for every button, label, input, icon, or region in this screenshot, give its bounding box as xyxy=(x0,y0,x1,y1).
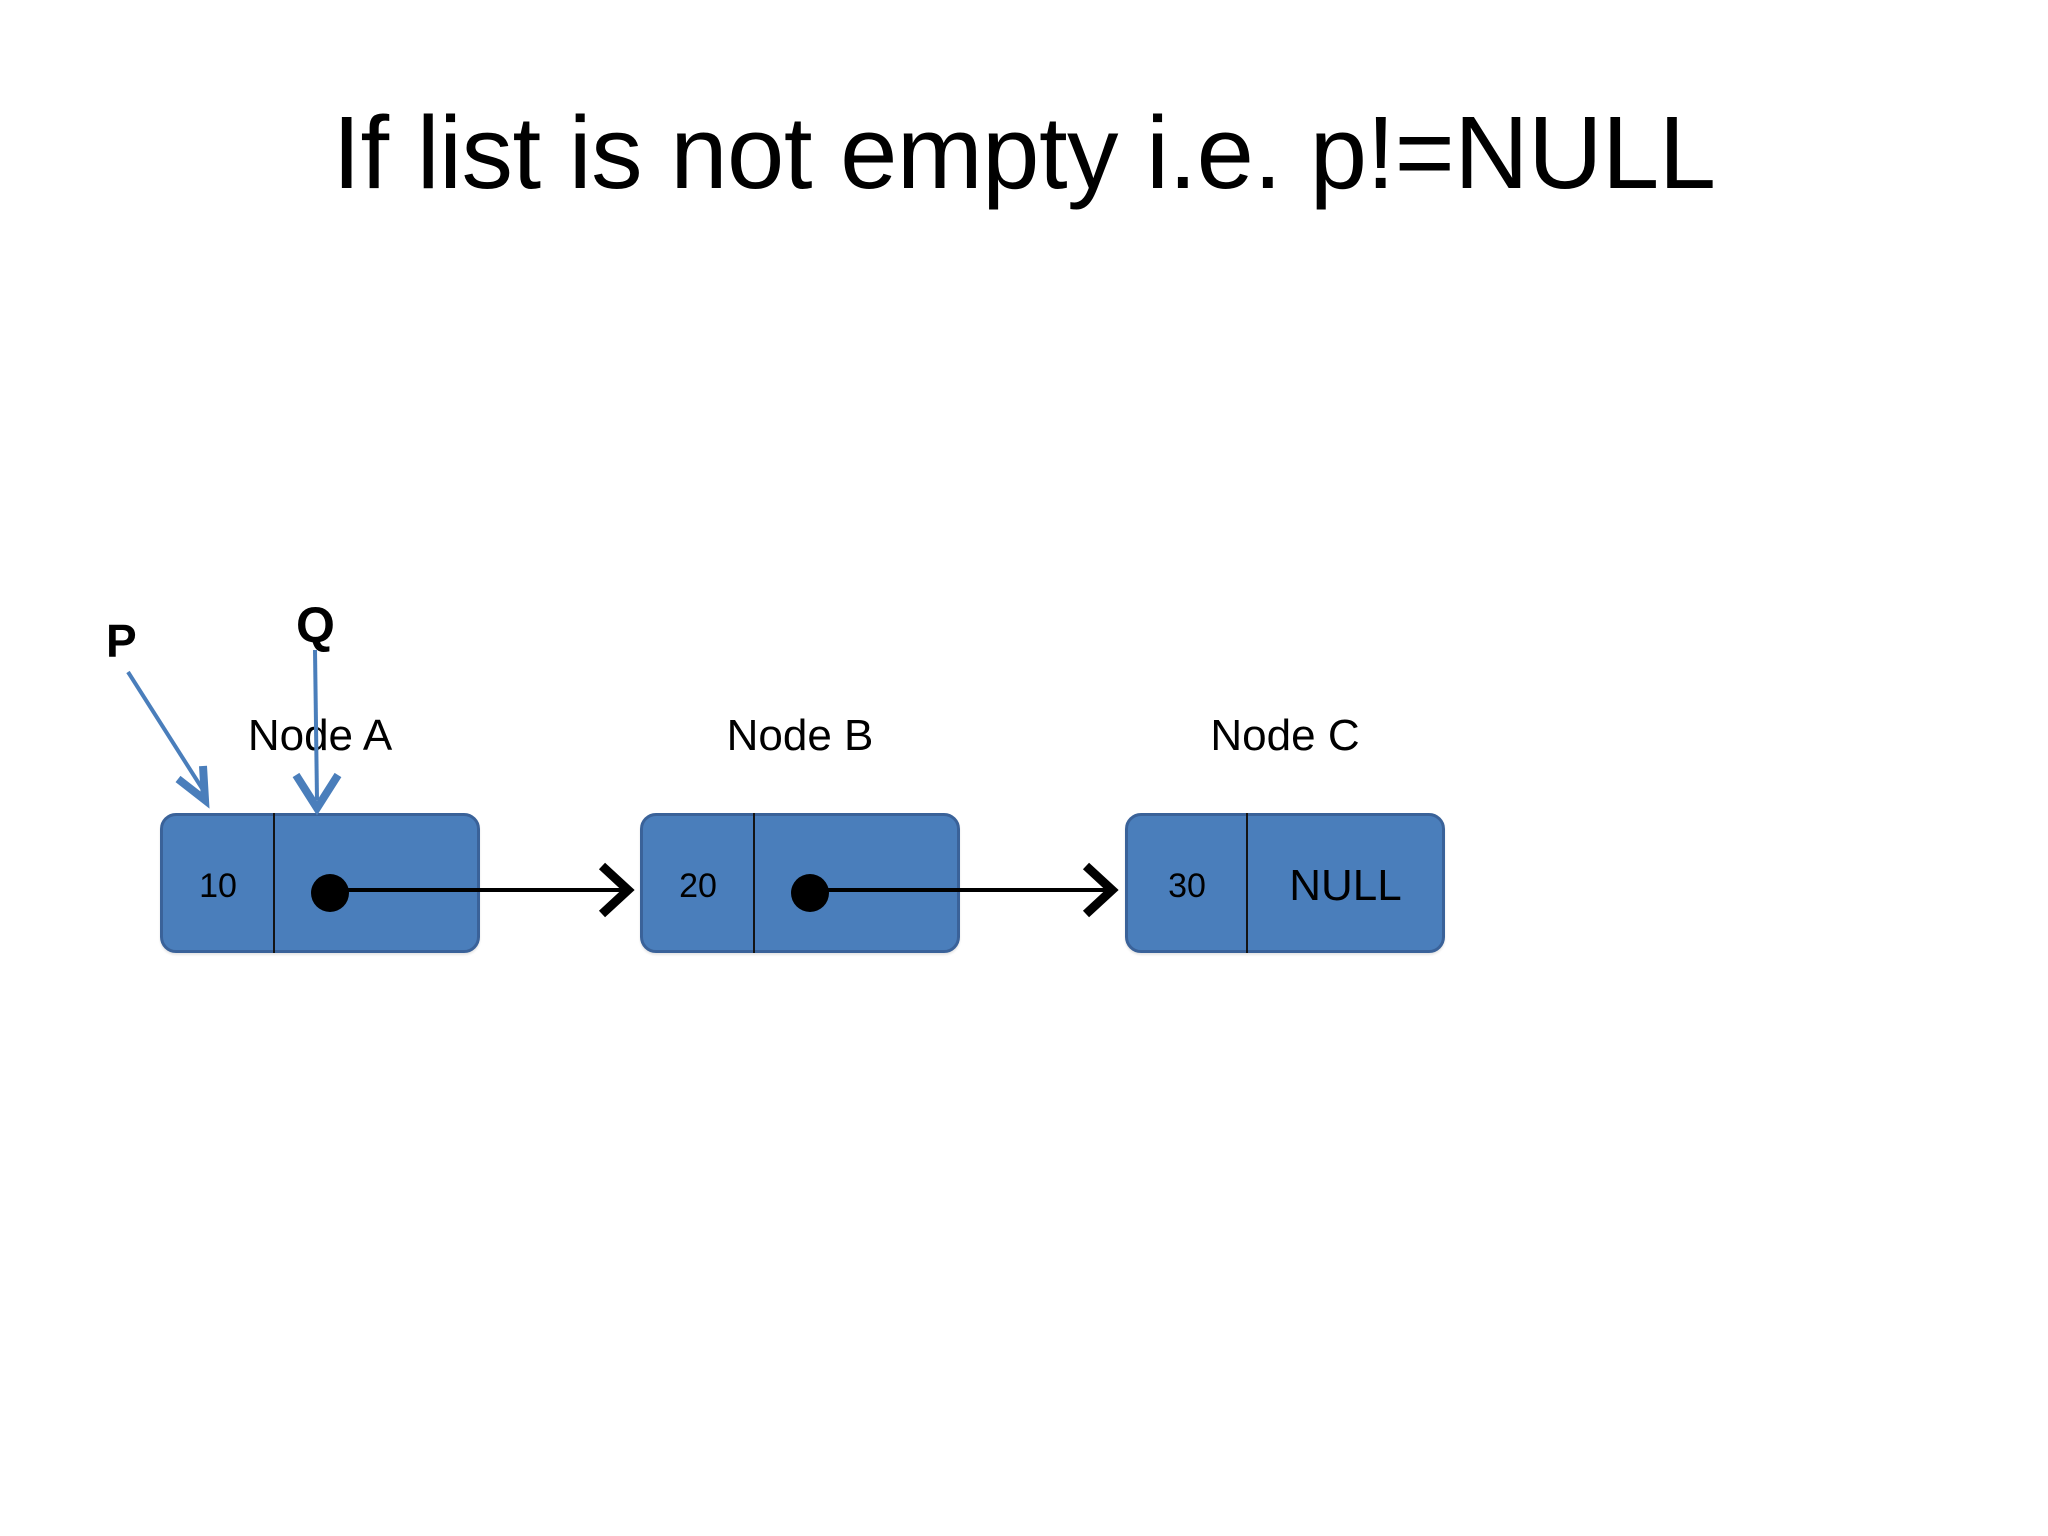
node-caption-c: Node C xyxy=(1210,711,1360,760)
node-a-divider xyxy=(273,813,275,953)
node-b-link-dot-icon xyxy=(791,874,829,912)
node-caption-a: Node A xyxy=(247,711,393,760)
node-c-divider xyxy=(1246,813,1248,953)
page-title: If list is not empty i.e. p!=NULL xyxy=(332,95,1716,210)
node-b-divider xyxy=(753,813,755,953)
node-caption-b: Node B xyxy=(726,711,874,760)
node-a-data-value: 10 xyxy=(199,866,237,905)
node-b-data-value: 20 xyxy=(679,866,717,905)
node-c-null-label: NULL xyxy=(1289,861,1402,910)
node-a-link-dot-icon xyxy=(311,874,349,912)
pointer-label-q: Q xyxy=(296,597,335,653)
node-box-a: 10 xyxy=(160,813,480,953)
node-box-b: 20 xyxy=(640,813,960,953)
node-c-data-value: 30 xyxy=(1168,866,1206,905)
node-box-c: 30 NULL xyxy=(1125,813,1445,953)
pointer-label-p: P xyxy=(106,615,137,667)
